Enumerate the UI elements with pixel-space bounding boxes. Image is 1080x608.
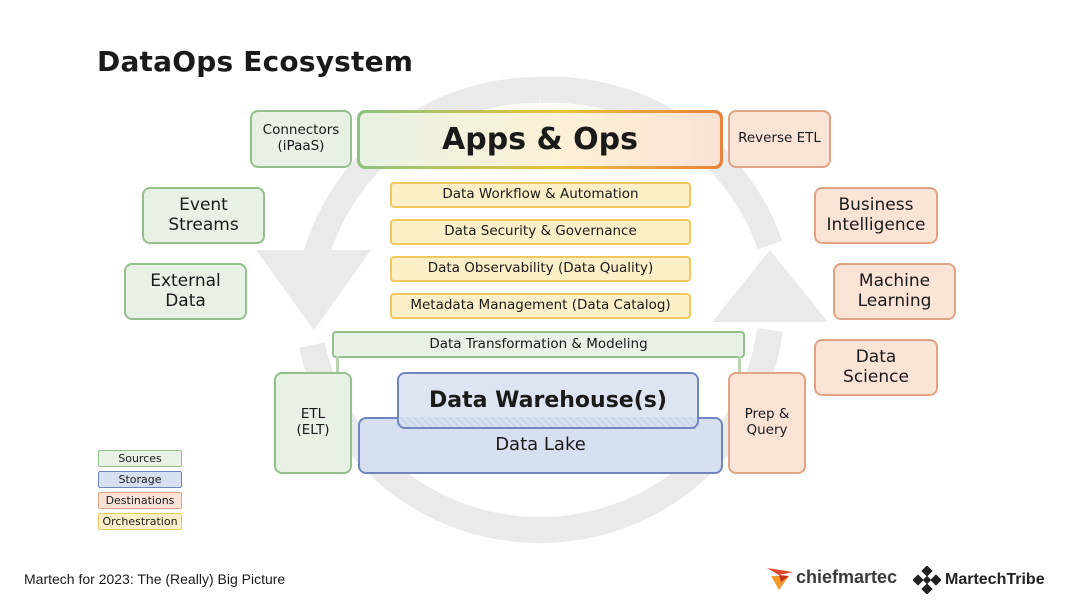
chiefmartec-logo: chiefmartec: [765, 561, 897, 593]
legend-orchestration: Orchestration: [98, 513, 182, 530]
data-lake-label: Data Lake: [495, 434, 586, 456]
martechtribe-logo: MartechTribe: [913, 566, 1045, 594]
transformation-bar: Data Transformation & Modeling: [332, 331, 745, 358]
page-title: DataOps Ecosystem: [97, 45, 414, 78]
orchestration-data-observability: Data Observability (Data Quality): [390, 256, 691, 282]
legend-sources: Sources: [98, 450, 182, 467]
orchestration-data-workflow: Data Workflow & Automation: [390, 182, 691, 208]
data-warehouse-box: Data Warehouse(s): [397, 372, 699, 429]
orchestration-metadata-management: Metadata Management (Data Catalog): [390, 293, 691, 319]
external-data-box: External Data: [124, 263, 247, 320]
data-science-box: Data Science: [814, 339, 938, 396]
etl-box: ETL (ELT): [274, 372, 352, 474]
footer-caption: Martech for 2023: The (Really) Big Pictu…: [24, 571, 286, 587]
connectors-box: Connectors (iPaaS): [250, 110, 352, 168]
legend-storage: Storage: [98, 471, 182, 488]
chiefmartec-wordmark: chiefmartec: [796, 566, 898, 587]
transformation-right-leg: [738, 356, 741, 374]
orchestration-data-security: Data Security & Governance: [390, 219, 691, 245]
apps-ops-label: Apps & Ops: [442, 122, 638, 157]
martechtribe-wordmark: MartechTribe: [945, 571, 1045, 588]
prep-query-box: Prep & Query: [728, 372, 806, 474]
apps-ops-box: Apps & Ops: [357, 110, 723, 169]
data-warehouse-label: Data Warehouse(s): [429, 387, 667, 413]
chiefmartec-mark-icon: [767, 568, 793, 590]
martechtribe-mark-icon: [913, 566, 941, 594]
machine-learning-box: Machine Learning: [833, 263, 956, 320]
legend-destinations: Destinations: [98, 492, 182, 509]
business-intelligence-box: Business Intelligence: [814, 187, 938, 244]
event-streams-box: Event Streams: [142, 187, 265, 244]
reverse-etl-box: Reverse ETL: [728, 110, 831, 168]
transformation-left-leg: [336, 356, 339, 374]
